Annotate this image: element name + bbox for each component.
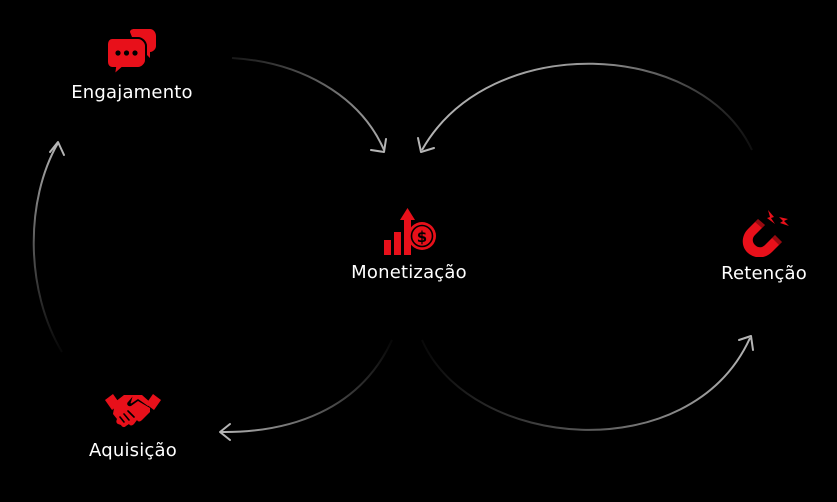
node-monetizacao: $ Monetização	[340, 202, 478, 283]
node-retencao: Retenção	[712, 207, 816, 284]
label-monetizacao: Monetização	[351, 262, 467, 283]
arrow-engajamento-monetizacao	[231, 57, 385, 151]
handshake-icon	[105, 394, 161, 428]
arrow-aquisicao-engajamento	[32, 142, 63, 353]
arrow-monetizacao-retencao	[421, 337, 751, 431]
arrowhead-engajamento-monetizacao	[370, 138, 387, 153]
arrowhead-monetizacao-retencao	[738, 335, 754, 351]
svg-text:$: $	[417, 228, 427, 246]
chat-bubbles-icon	[106, 29, 156, 76]
arrowhead-aquisicao-engajamento	[49, 141, 65, 156]
arrowhead-retencao-monetizacao	[417, 137, 435, 153]
magnet-icon	[742, 210, 789, 257]
label-engajamento: Engajamento	[71, 82, 193, 103]
arrow-retencao-monetizacao	[421, 62, 753, 151]
node-aquisicao: Aquisição	[76, 386, 190, 461]
node-engajamento: Engajamento	[62, 28, 202, 103]
money-growth-icon: $	[384, 208, 436, 255]
label-aquisicao: Aquisição	[89, 440, 177, 461]
arrow-monetizacao-aquisicao	[219, 339, 393, 434]
arrowhead-monetizacao-aquisicao	[219, 423, 231, 441]
label-retencao: Retenção	[721, 263, 807, 284]
